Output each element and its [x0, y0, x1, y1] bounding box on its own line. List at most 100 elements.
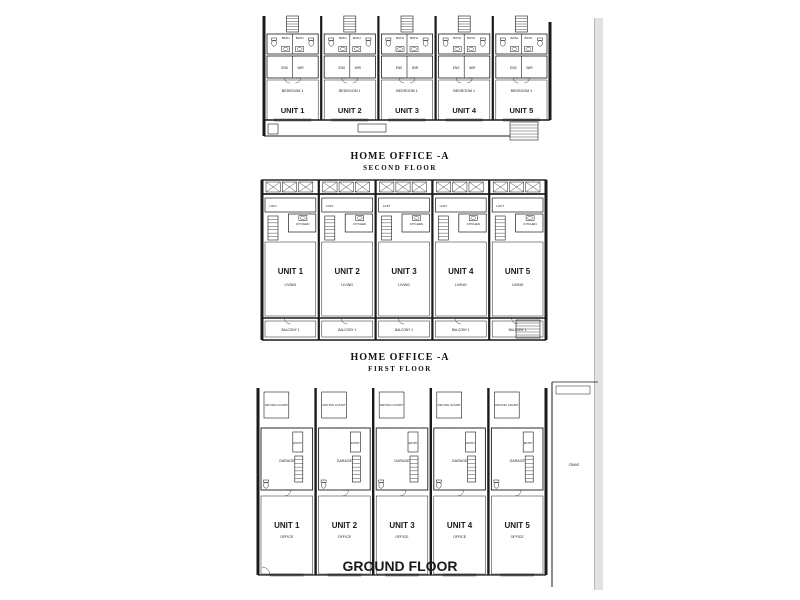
unit-label: UNIT 4 [452, 106, 477, 115]
door-swing [409, 77, 416, 84]
unit-label: UNIT 2 [335, 267, 361, 276]
rear-hatch [492, 181, 508, 193]
rear-hatch-x [355, 181, 370, 193]
toilet-cistern [320, 479, 327, 483]
balcony [435, 320, 487, 338]
garage-label: GARAGE [394, 459, 410, 463]
rear-hatch-x [298, 181, 313, 193]
rear-hatch [379, 181, 395, 193]
unit-label: UNIT 1 [278, 267, 304, 276]
rear-hatch [322, 181, 338, 193]
door-swing [284, 77, 290, 84]
door-swing [284, 489, 291, 497]
toilet-bowl [308, 39, 314, 47]
basin-counter [352, 46, 362, 52]
fixture-label: ENTRY [409, 441, 418, 445]
bedroom [495, 79, 548, 121]
door-swing [352, 77, 358, 84]
fixture-label: KITCHEN [353, 222, 366, 226]
fixture-label: WIR [469, 66, 476, 70]
toilet-bowl [365, 39, 372, 47]
site-fence [555, 385, 591, 395]
room-label: BEDROOM 1 [396, 89, 418, 93]
toilet-cistern [500, 37, 506, 41]
room-label: OFFICE [280, 535, 294, 539]
room-label: BEDROOM 1 [511, 89, 533, 93]
rear-hatch [525, 181, 541, 193]
unit-label: UNIT 5 [505, 521, 531, 530]
bedroom [381, 79, 433, 121]
room-label: LIVING [398, 283, 410, 287]
balcony [264, 320, 317, 338]
unit-label: UNIT 5 [505, 267, 531, 276]
door-swing [515, 489, 522, 497]
basin-bowl [296, 47, 303, 51]
unit-label: UNIT 2 [338, 106, 362, 115]
toilet-cistern [480, 37, 486, 41]
fixture-label: ENS [453, 66, 460, 70]
bedroom [438, 79, 491, 121]
door-swing [456, 77, 462, 84]
sink-bowl [470, 216, 476, 220]
drying-court [494, 391, 520, 419]
fixture-label: BATH [353, 36, 361, 40]
fixture-label: BATH [282, 36, 290, 40]
room-label: LIVING [341, 283, 353, 287]
living [378, 241, 430, 317]
rear-hatch [411, 181, 427, 193]
rear-hatch [436, 181, 451, 193]
kitchen [288, 213, 317, 233]
rear-hatch [468, 181, 484, 193]
rear-hatch [282, 181, 297, 193]
unit-stair [438, 215, 449, 241]
basin-bowl [282, 47, 289, 51]
garage-label: GARAGE [452, 459, 468, 463]
fixture-label: ENS [281, 66, 288, 70]
rear-hatch-x [265, 181, 281, 193]
plan-title-first: HOME OFFICE -A [350, 352, 450, 363]
rear-hatch-x [468, 181, 484, 193]
fixture-label: BATH [410, 36, 418, 40]
toilet-cistern [422, 37, 429, 41]
toilet-cistern [493, 479, 500, 483]
garage-label: GARAGE [279, 459, 295, 463]
entry [407, 431, 419, 453]
living [264, 241, 317, 317]
rear-hatch-x [509, 181, 524, 193]
door-swing [397, 317, 405, 325]
toilet-bowl [500, 39, 506, 47]
basin-bowl [411, 47, 417, 51]
room-label: OFFICE [338, 535, 352, 539]
door-swing [513, 77, 519, 84]
balcony [378, 320, 430, 338]
fixture-label: WIR [297, 66, 304, 70]
basin-counter [524, 46, 533, 52]
room-label: BEDROOM 1 [339, 89, 361, 93]
basin-bowl [397, 47, 403, 51]
sink-counter [355, 215, 364, 221]
rear-hatch-x [452, 181, 468, 193]
toilet-cistern [442, 37, 449, 41]
site-note: CRAVE [569, 463, 580, 467]
rear-hatch [338, 181, 354, 193]
unit-label: UNIT 1 [274, 521, 300, 530]
toilet-bowl [320, 481, 327, 489]
drying-court [378, 391, 405, 419]
unit-stair [324, 215, 336, 241]
sink-bowl [413, 216, 420, 220]
toilet-cistern [436, 479, 442, 483]
fixture-label: BATH [511, 36, 519, 40]
bedroom [266, 79, 319, 121]
door-swing [457, 489, 464, 497]
fixture-label: KITCHEN [524, 222, 537, 226]
toilet-bowl [436, 481, 442, 489]
fixture-label: BATH [453, 36, 461, 40]
toilet-cistern [328, 37, 334, 41]
rear-hatch [509, 181, 524, 193]
drying-court [436, 391, 462, 419]
door-swing [524, 77, 530, 84]
unit-stair [381, 215, 392, 241]
fixture-label: WIR [526, 66, 533, 70]
room-label: LIVING [285, 283, 297, 287]
